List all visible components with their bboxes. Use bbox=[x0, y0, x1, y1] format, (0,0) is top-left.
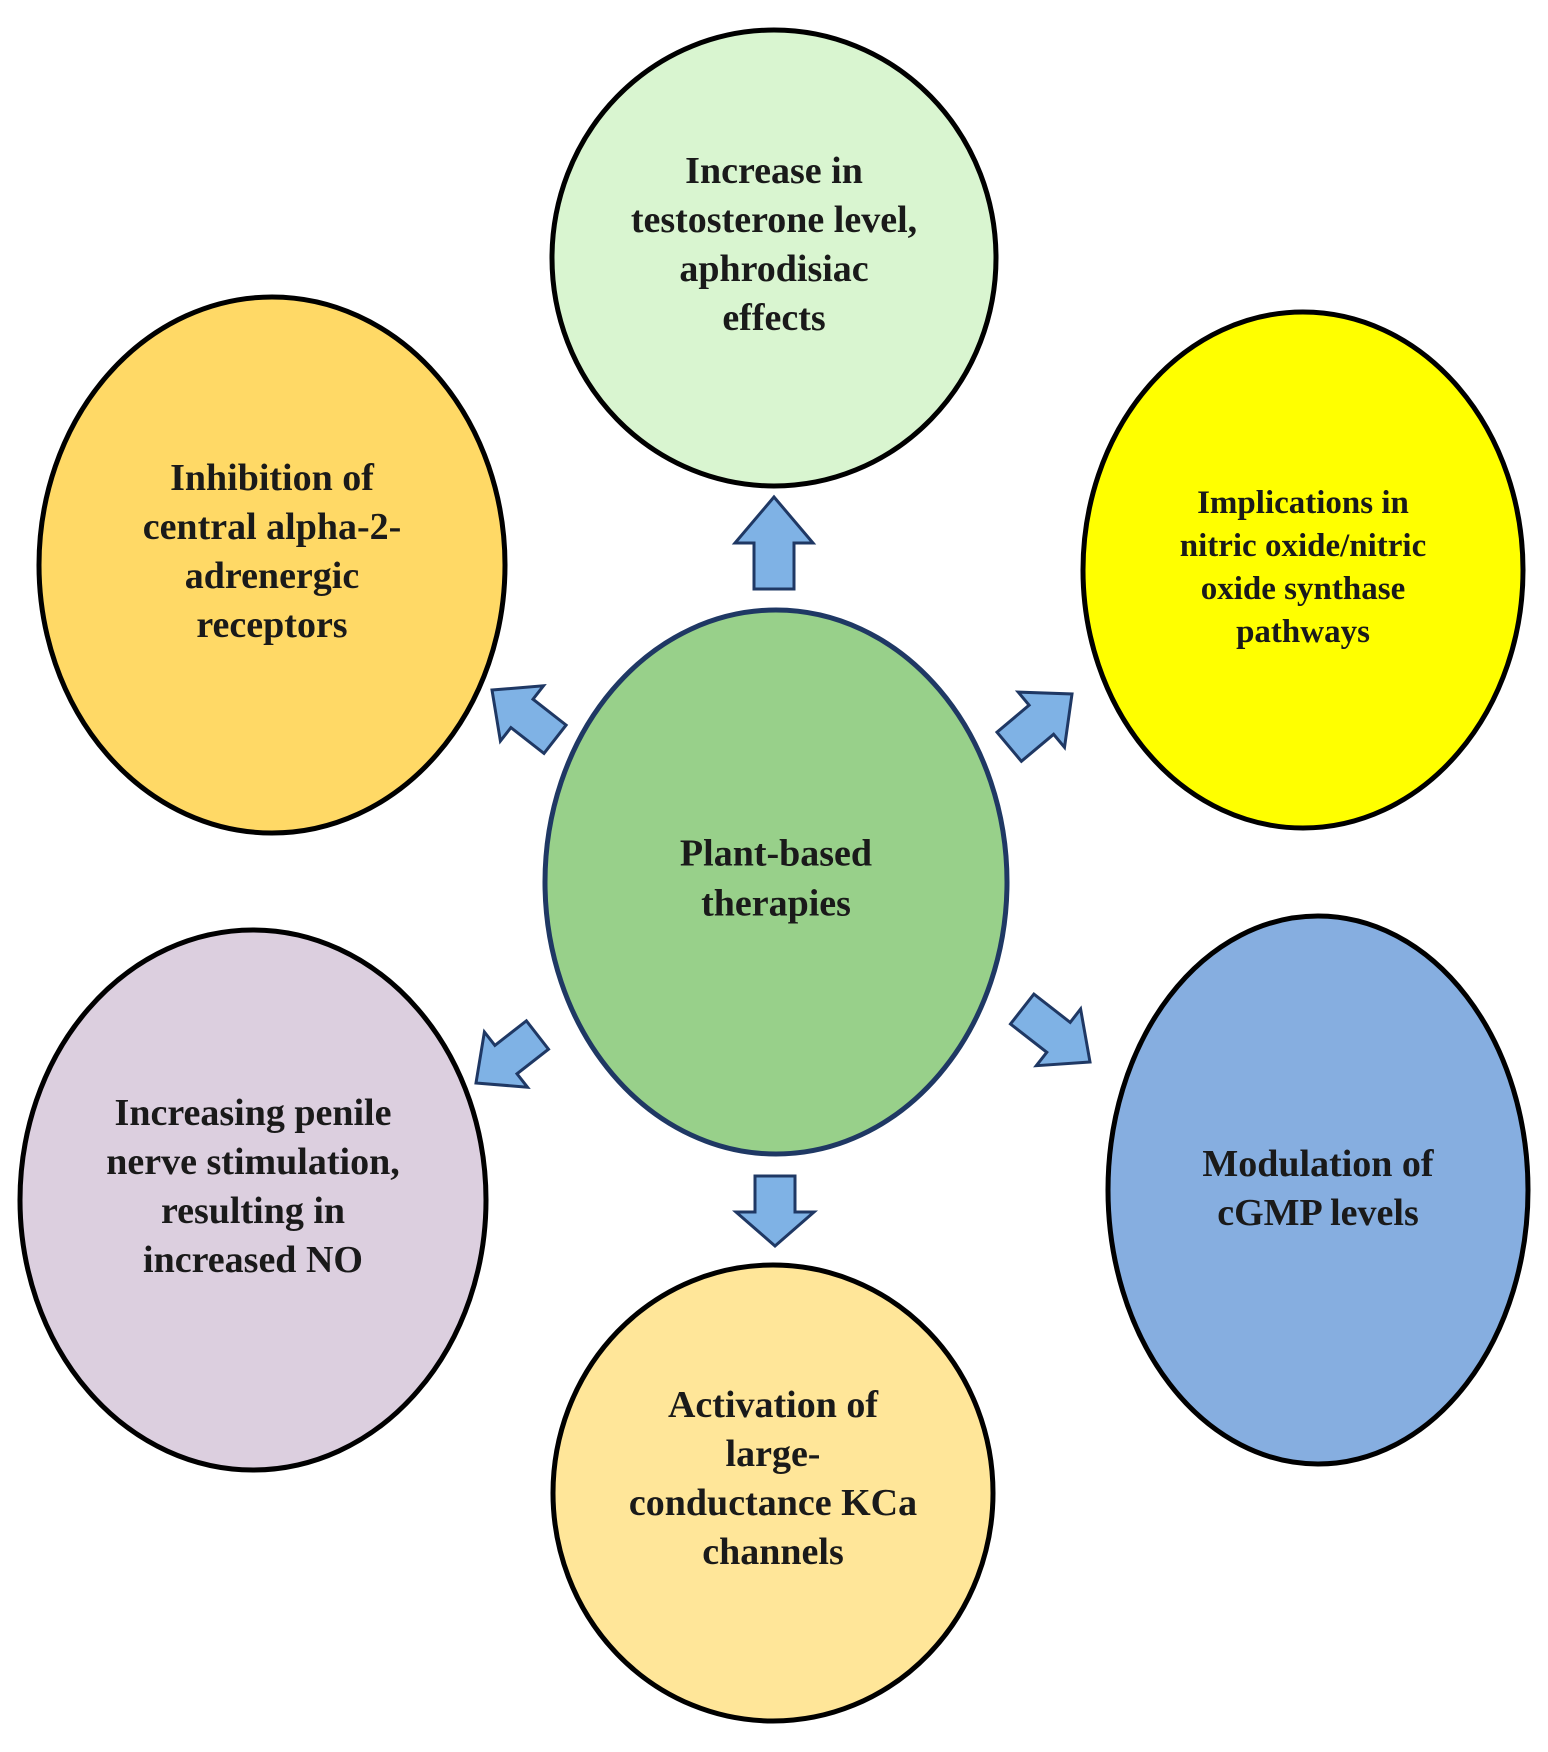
node-top-left-label-line: receptors bbox=[196, 604, 347, 646]
center: Plant-based therapies bbox=[542, 607, 1010, 1157]
arrows bbox=[474, 494, 1092, 1248]
node-bottom-ellipse bbox=[550, 1262, 996, 1724]
node-bottom-right: Modulation of cGMP levels bbox=[1105, 913, 1531, 1467]
node-top-right-label-line: Implications in bbox=[1197, 485, 1409, 521]
node-top-label-line: testosterone level, bbox=[631, 199, 917, 241]
node-top-label-line: Increase in bbox=[685, 150, 863, 192]
node-top-label-line: aphrodisiac bbox=[679, 248, 868, 290]
node-top-left-ellipse bbox=[36, 294, 508, 836]
node-bottom-label-line: Activation of bbox=[668, 1384, 879, 1426]
node-bottom-label-line: large- bbox=[726, 1433, 821, 1475]
node-top-ellipse bbox=[549, 27, 999, 489]
node-top-left-label-line: central alpha-2- bbox=[143, 506, 402, 548]
node-bottom-left-label-line: Increasing penile bbox=[115, 1092, 392, 1134]
center-node: Plant-based therapies bbox=[542, 607, 1010, 1157]
arrow-down-right-icon bbox=[1008, 991, 1092, 1068]
arrow-up-icon bbox=[731, 494, 817, 591]
center-label-line: therapies bbox=[701, 883, 851, 925]
node-top: Increase in testosterone level, aphrodisia… bbox=[549, 27, 999, 489]
arrow-down-left-icon bbox=[474, 1018, 551, 1089]
node-bottom-label-line: conductance KCa bbox=[629, 1482, 917, 1524]
center-label-line: Plant-based bbox=[680, 833, 872, 875]
node-top-left-label-line: adrenergic bbox=[185, 555, 359, 597]
node-bottom: Activation of large-conductance KCa channe… bbox=[550, 1262, 996, 1724]
node-top-label-line: effects bbox=[722, 297, 825, 339]
node-bottom-right-ellipse bbox=[1105, 913, 1531, 1467]
node-bottom-left: Increasing penile nerve stimulation, resul… bbox=[17, 927, 489, 1473]
node-top-right: Implications in nitric oxide/nitric oxide … bbox=[1080, 309, 1526, 831]
arrow-down-icon bbox=[731, 1174, 819, 1248]
node-top-right-label-line: nitric oxide/nitric bbox=[1180, 528, 1427, 564]
node-bottom-right-label-line: cGMP levels bbox=[1217, 1192, 1419, 1234]
node-bottom-left-label-line: increased NO bbox=[143, 1239, 363, 1281]
arrow-up-right-icon bbox=[994, 690, 1074, 764]
node-top-right-ellipse bbox=[1080, 309, 1526, 831]
node-bottom-label-line: channels bbox=[702, 1531, 843, 1573]
center-ellipse bbox=[542, 607, 1010, 1157]
node-top-left-label-line: Inhibition of bbox=[170, 457, 375, 499]
node-top-right-label-line: pathways bbox=[1236, 614, 1370, 650]
node-bottom-left-ellipse bbox=[17, 927, 489, 1473]
node-top-right-label-line: oxide synthase bbox=[1201, 571, 1405, 607]
outcome-nodes: Increase in testosterone level, aphrodisia… bbox=[17, 27, 1531, 1724]
node-bottom-right-label-line: Modulation of bbox=[1202, 1143, 1435, 1185]
node-bottom-left-label-line: resulting in bbox=[161, 1190, 345, 1232]
node-top-left: Inhibition of central alpha-2- adrenergic r… bbox=[36, 294, 508, 836]
node-bottom-left-label-line: nerve stimulation, bbox=[106, 1141, 399, 1183]
arrow-up-left-icon bbox=[490, 684, 569, 756]
